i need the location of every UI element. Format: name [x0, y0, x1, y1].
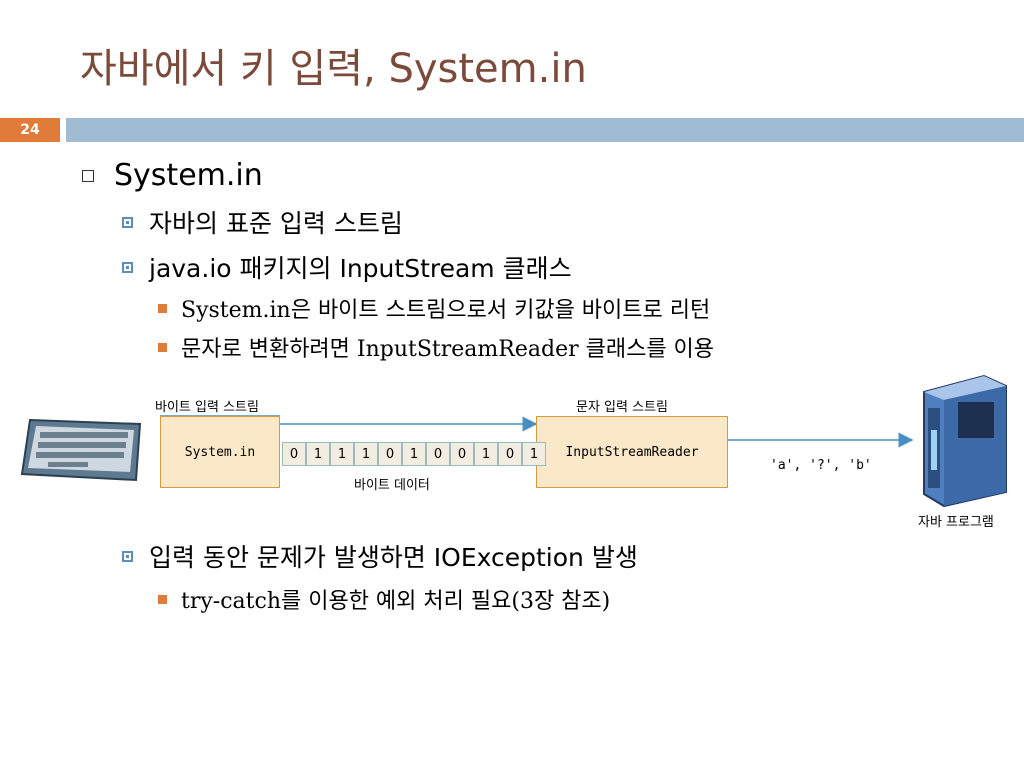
byte-cell: 1 — [474, 442, 498, 466]
bullet-text: java.io 패키지의 InputStream 클래스 — [149, 254, 572, 283]
bullet-level2: java.io 패키지의 InputStream 클래스 — [122, 249, 572, 285]
title-bar — [66, 118, 1024, 142]
bullet-text: 자바의 표준 입력 스트림 — [149, 209, 403, 238]
bullet-level2: 자바의 표준 입력 스트림 — [122, 204, 403, 240]
byte-cell: 1 — [354, 442, 378, 466]
slide-number: 24 — [0, 118, 60, 142]
bullet-level3: try-catch를 이용한 예외 처리 필요(3장 참조) — [158, 583, 610, 615]
char-output: 'a', '?', 'b' — [770, 458, 872, 473]
byte-cell: 0 — [378, 442, 402, 466]
slide-title: 자바에서 키 입력, System.in — [80, 46, 587, 92]
bullet-text: 문자로 변환하려면 InputStreamReader 클래스를 이용 — [181, 337, 715, 362]
computer-tower-icon — [923, 374, 1007, 508]
bullet-text: 입력 동안 문제가 발생하면 IOException 발생 — [149, 543, 638, 572]
bullet-level1: System.in — [82, 158, 263, 193]
square-bullet-icon — [122, 261, 133, 273]
input-stream-reader-box: InputStreamReader — [536, 416, 728, 488]
square-bullet-icon — [158, 342, 167, 352]
square-bullet-icon — [122, 216, 133, 228]
byte-cell: 0 — [282, 442, 306, 466]
java-program-label: 자바 프로그램 — [918, 515, 994, 530]
keyboard-icon — [20, 418, 142, 482]
bullet-level3: 문자로 변환하려면 InputStreamReader 클래스를 이용 — [158, 331, 714, 363]
byte-cell: 1 — [522, 442, 546, 466]
char-stream-label: 문자 입력 스트림 — [576, 400, 668, 415]
byte-cell: 1 — [306, 442, 330, 466]
system-in-box: System.in — [160, 416, 280, 488]
byte-cell: 0 — [498, 442, 522, 466]
byte-cell: 1 — [330, 442, 354, 466]
bullet-text: try-catch를 이용한 예외 처리 필요(3장 참조) — [181, 589, 611, 614]
square-bullet-icon — [158, 303, 167, 313]
bullet-text: System.in은 바이트 스트림으로서 키값을 바이트로 리턴 — [181, 298, 711, 323]
byte-stream-label: 바이트 입력 스트림 — [155, 400, 259, 415]
bullet-level2: 입력 동안 문제가 발생하면 IOException 발생 — [122, 538, 638, 574]
square-bullet-icon — [158, 594, 167, 604]
byte-data-label: 바이트 데이터 — [354, 478, 430, 493]
square-bullet-icon — [122, 550, 133, 562]
bullet-text: System.in — [114, 158, 263, 193]
byte-cell: 0 — [426, 442, 450, 466]
square-bullet-icon — [82, 169, 94, 182]
byte-cell: 0 — [450, 442, 474, 466]
bullet-level3: System.in은 바이트 스트림으로서 키값을 바이트로 리턴 — [158, 292, 710, 324]
byte-cell: 1 — [402, 442, 426, 466]
